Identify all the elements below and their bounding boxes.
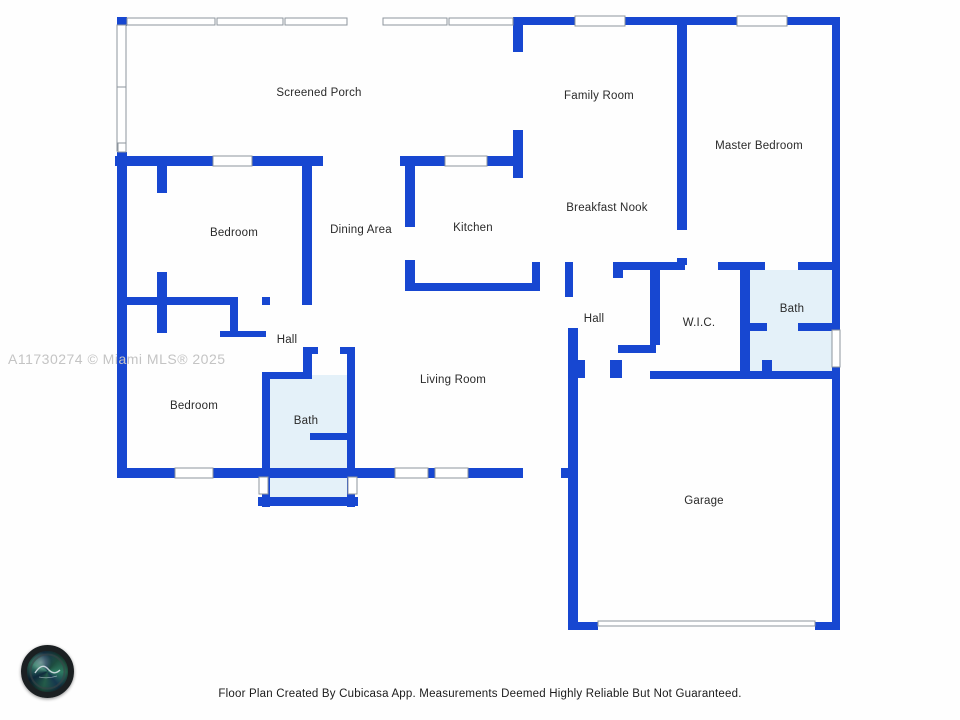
room-label-bath-master: Bath xyxy=(779,303,805,315)
garage-door xyxy=(597,620,816,627)
room-label-bedroom-2: Bedroom xyxy=(169,400,219,412)
walls xyxy=(115,17,840,630)
room-label-dining-area: Dining Area xyxy=(330,224,392,236)
windows xyxy=(174,15,841,495)
room-label-family-room: Family Room xyxy=(564,90,634,102)
room-label-screened-porch: Screened Porch xyxy=(276,87,362,99)
room-label-breakfast-nook: Breakfast Nook xyxy=(566,202,648,214)
room-label-hall-right: Hall xyxy=(583,313,605,325)
room-label-master-bedroom: Master Bedroom xyxy=(715,140,803,152)
room-label-hall-left: Hall xyxy=(276,334,298,346)
room-label-bath-left: Bath xyxy=(293,415,319,427)
camera-lens-logo xyxy=(21,645,74,698)
footer-disclaimer: Floor Plan Created By Cubicasa App. Meas… xyxy=(218,688,742,700)
mls-watermark: A11730274 © Miami MLS® 2025 xyxy=(8,351,226,367)
door-openings xyxy=(238,52,689,480)
room-label-kitchen: Kitchen xyxy=(453,222,493,234)
room-label-living-room: Living Room xyxy=(419,374,487,386)
room-label-wic: W.I.C. xyxy=(682,317,716,329)
porch-screens xyxy=(116,17,514,153)
room-label-bedroom-1: Bedroom xyxy=(209,227,259,239)
room-label-garage: Garage xyxy=(684,495,724,507)
